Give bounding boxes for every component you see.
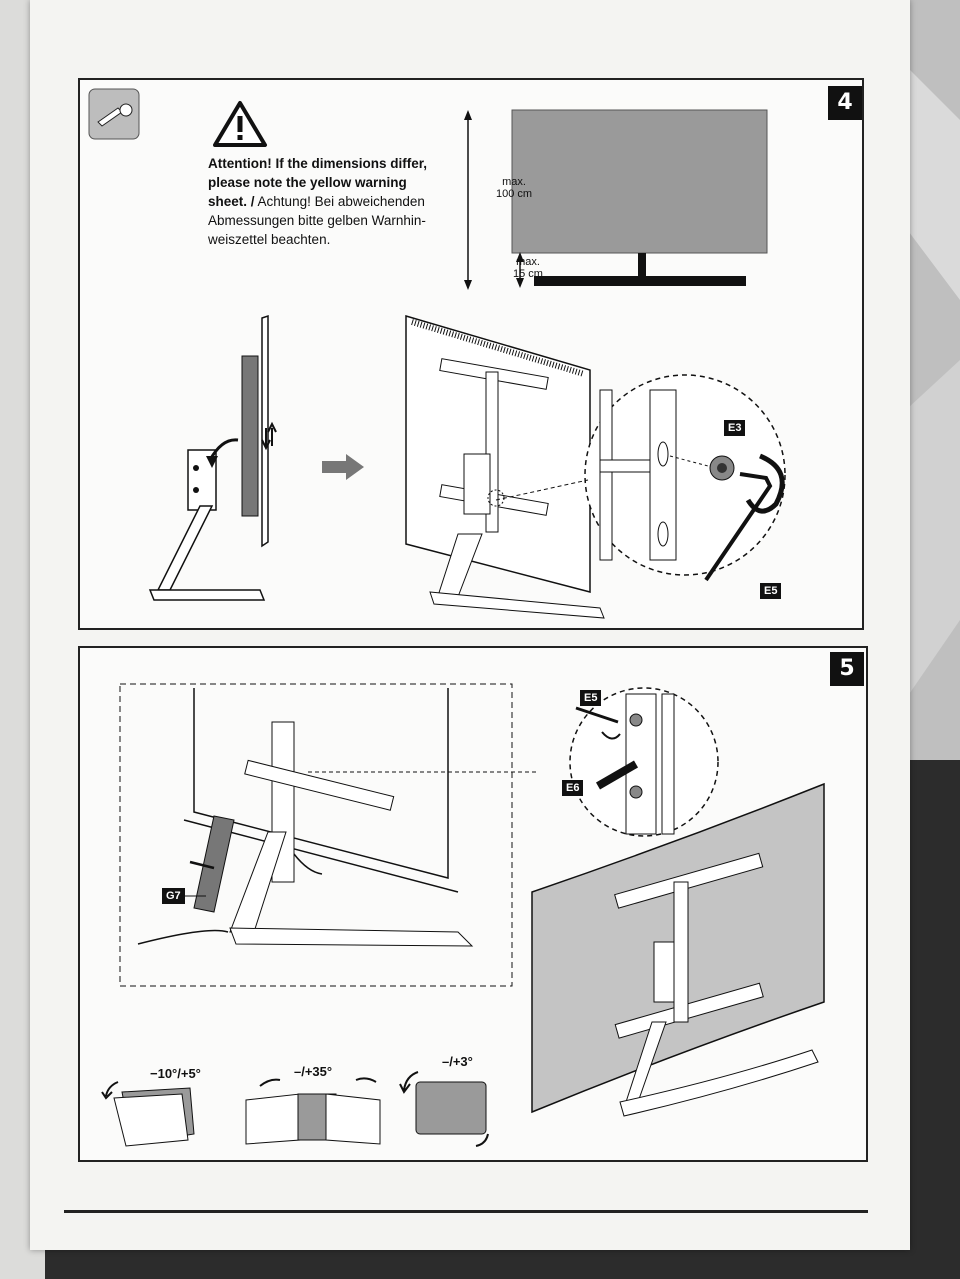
max-height-label: max. 100 cm (495, 176, 533, 200)
tv-back-with-bracket (405, 314, 605, 619)
arrow-right-icon (322, 454, 364, 480)
tilt-range-label: −10°/+5° (150, 1066, 201, 1081)
step-4-panel: 4 Attention! If the dimensions differ, p… (78, 78, 864, 630)
cable-management-scene (119, 683, 538, 987)
swivel-range-label: –/+35° (294, 1064, 333, 1079)
warning-de: Achtung! Bei abweichenden Abmessungen bi… (208, 194, 426, 247)
rotate-adjust-icon (399, 1071, 489, 1147)
tv-mounted-on-stand (531, 782, 825, 1117)
step-number: 5 (830, 652, 864, 686)
part-tag-e5: E5 (580, 690, 602, 706)
tilt-adjust-icon (101, 1081, 195, 1147)
max-gap-label: max. 15 cm (513, 256, 543, 280)
part-tag-e5: E5 (760, 583, 782, 599)
warning-icon (213, 101, 267, 147)
warning-en: Attention! If the dimensions differ, ple… (208, 156, 427, 209)
step-5-panel: 5 G7 E5 E6 (78, 646, 868, 1162)
tv-dimension-diagram (464, 109, 768, 290)
swivel-adjust-icon (245, 1077, 381, 1145)
tool-badge-icon (88, 88, 140, 140)
footer-rule (64, 1210, 868, 1213)
warning-text: Attention! If the dimensions differ, ple… (208, 154, 448, 249)
rotate-range-label: –/+3° (442, 1054, 473, 1069)
part-tag-e3: E3 (724, 420, 746, 436)
detail-circle-e5-e6 (569, 687, 719, 837)
part-tag-e6: E6 (562, 780, 584, 796)
stand-side-view (148, 314, 277, 601)
part-tag-g7: G7 (162, 888, 185, 904)
step-number: 4 (828, 86, 862, 120)
detail-circle-e3 (495, 374, 786, 582)
manual-page: 4 Attention! If the dimensions differ, p… (30, 0, 910, 1250)
